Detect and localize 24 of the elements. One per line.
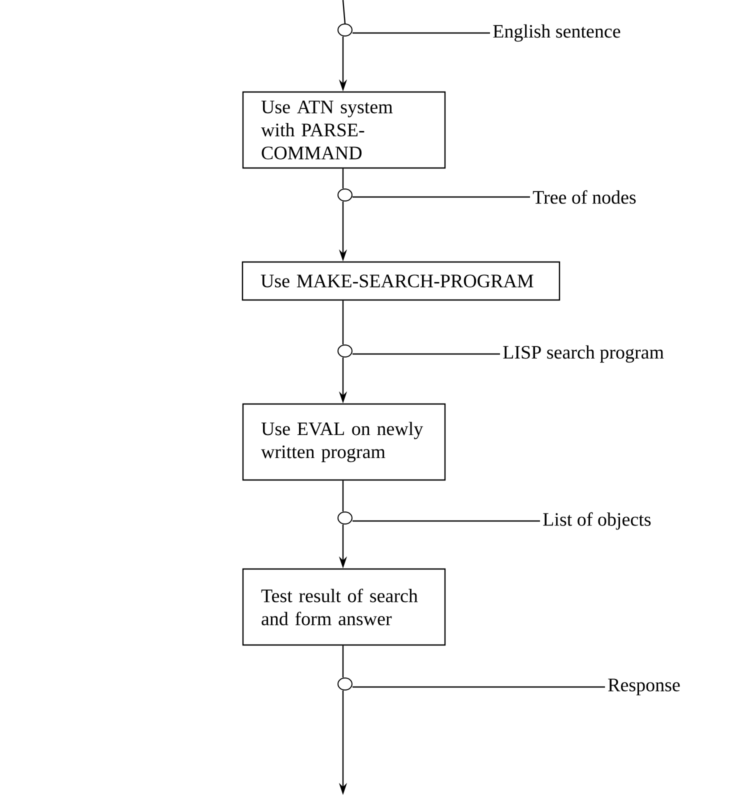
data-label: List of objects — [543, 512, 651, 530]
flow-line — [342, 0, 346, 24]
data-label: Response — [608, 678, 680, 696]
junction-ellipse — [338, 512, 352, 524]
leader-line — [352, 520, 540, 522]
junction-ellipse — [338, 24, 352, 37]
flow-line — [342, 300, 344, 344]
process-box: Use MAKE-SEARCH-PROGRAM — [242, 261, 560, 301]
junction-ellipse — [338, 678, 352, 690]
leader-line — [352, 686, 605, 688]
process-box: Use EVAL on newly written program — [242, 403, 446, 481]
flow-line — [342, 646, 344, 678]
flow-line — [342, 168, 344, 188]
data-label: English sentence — [493, 24, 620, 42]
flow-line — [342, 480, 344, 512]
junction-ellipse — [338, 344, 352, 358]
junction-ellipse — [338, 188, 352, 202]
data-label: LISP search program — [503, 345, 664, 363]
leader-line — [352, 32, 490, 34]
leader-line — [352, 353, 500, 355]
process-box: Use ATN system with PARSE-COMMAND — [242, 91, 446, 169]
process-box: Test result of search and form answer — [242, 568, 446, 646]
data-label: Tree of nodes — [532, 190, 636, 204]
leader-line — [352, 196, 530, 198]
